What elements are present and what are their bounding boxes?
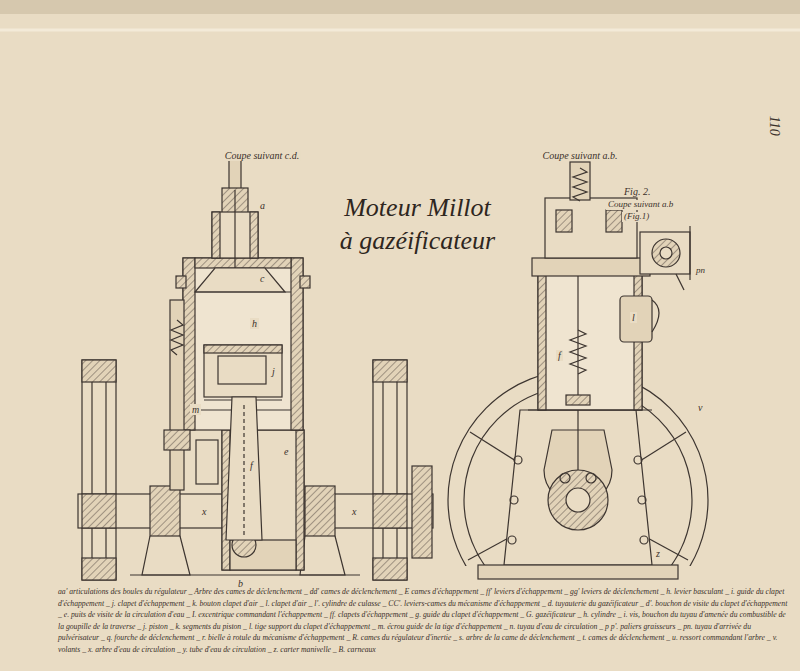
section-caption: Coupe suivant a.b	[606, 200, 675, 210]
callout-letter: j	[270, 366, 277, 377]
callout-letter: l	[630, 312, 637, 323]
section-cd	[78, 160, 433, 580]
callout-letter: f	[248, 460, 255, 471]
callout-letter: a	[258, 200, 267, 211]
page-edge	[0, 0, 800, 14]
callout-letter: x	[200, 506, 208, 517]
figure-number: Fig. 2.	[622, 186, 652, 197]
callout-letter: e	[282, 446, 290, 457]
callout-letter: f	[556, 350, 563, 361]
section-caption: Coupe suivant a.b.	[541, 150, 620, 161]
callout-letter: pn	[694, 266, 707, 276]
callout-letter: m	[190, 404, 201, 415]
callout-letter: v	[696, 402, 704, 413]
section-caption: Coupe suivant c.d.	[223, 150, 301, 161]
callout-letter: c	[258, 273, 266, 284]
callout-letter: x	[350, 506, 358, 517]
page-number: 110	[766, 114, 781, 138]
legend-paragraph: aa' articulations des boules du régulate…	[58, 586, 793, 655]
callout-letter: z	[654, 548, 662, 559]
callout-letter: h	[250, 318, 259, 329]
drawing-title: Moteur Millot à gazéificateur	[335, 192, 500, 257]
figure-reference: (Fig.1)	[622, 212, 651, 222]
page-fold	[0, 29, 800, 32]
